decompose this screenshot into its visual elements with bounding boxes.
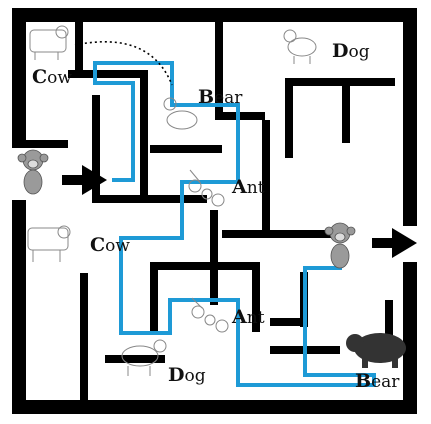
dog-icon (283, 29, 317, 64)
label-cow-mid: Cow (90, 234, 130, 256)
label-dog-top: Dog (332, 40, 370, 62)
cow-icon-mid (27, 225, 71, 262)
solution-path (93, 61, 376, 387)
label-bear-bottom: Bear (355, 370, 400, 392)
label-bear-top: Bear (198, 86, 243, 108)
exit-monkey-icon (324, 222, 356, 269)
label-ant-bottom: Ant (232, 306, 265, 328)
exit-arrow-icon (372, 228, 417, 258)
bear-icon (346, 333, 406, 368)
ant-icon-bottom (191, 297, 229, 333)
ant-icon (188, 169, 225, 207)
label-dog-bottom: Dog (168, 364, 206, 386)
dog-icon-bottom (121, 339, 167, 376)
cow-icon (29, 25, 69, 60)
label-ant-mid: Ant (232, 176, 265, 198)
dotted-hint-line (74, 41, 173, 86)
label-cow-top: Cow (32, 66, 72, 88)
start-monkey-icon (17, 149, 49, 195)
bear-small-icon (163, 97, 198, 130)
start-arrow-icon (62, 165, 107, 195)
